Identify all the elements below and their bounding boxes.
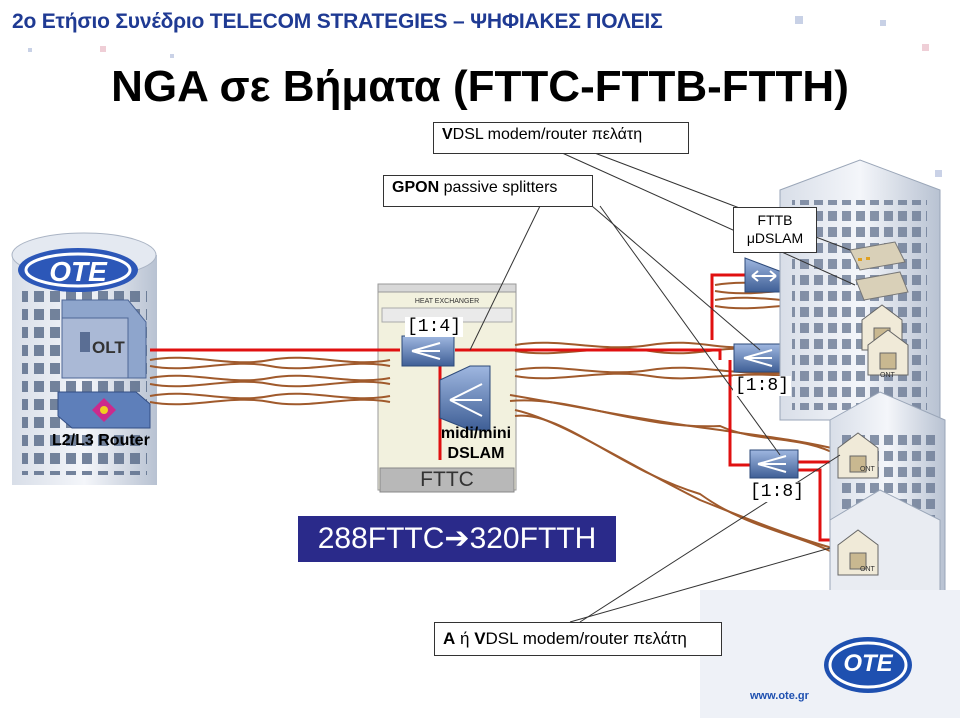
background-decoration: [28, 16, 942, 177]
ote-logo-footer: [700, 590, 960, 718]
callout-vdsl-modem: VDSL modem/router πελάτη: [433, 122, 689, 154]
slide-header: 2ο Ετήσιο Συνέδριο TELECOM STRATEGIES – …: [12, 10, 663, 33]
olt-label: OLT: [92, 338, 125, 357]
migration-banner: 288FTTC➔320FTTH: [298, 516, 616, 562]
ote-logo-text-building: OTE: [49, 256, 107, 287]
ote-logo-text-footer: OTE: [843, 650, 893, 677]
olt-device: [61, 299, 147, 379]
ont-label: ONT: [880, 372, 895, 379]
fttb-udslam-device: [744, 257, 783, 293]
vdsl-modem-icon: [849, 241, 909, 301]
callout-gpon-splitters: GPON passive splitters: [383, 175, 593, 207]
router-label: L2/L3 Router: [52, 432, 150, 449]
ont-label: ONT: [860, 566, 875, 573]
fttc-cabinet-label: FTTC: [420, 468, 474, 491]
dslam-label: midi/mini DSLAM: [440, 425, 512, 462]
callout-adsl-vdsl-modem: A ή VDSL modem/router πελάτη: [434, 622, 722, 656]
splitter-ratio-1-4: [1:4]: [405, 317, 464, 337]
ont-label: ONT: [860, 466, 875, 473]
slide-title: NGA σε Βήματα (FTTC-FTTB-FTTH): [111, 62, 849, 111]
ote-logo-building: [18, 248, 138, 292]
ont-box-icon: [837, 432, 879, 479]
ont-box-icon: [867, 329, 909, 376]
dslam-device: [439, 365, 491, 431]
router-device: [57, 391, 151, 429]
heat-exchanger-label: HEAT EXCHANGER: [414, 298, 480, 305]
splitter-1-8-top-device: [733, 343, 787, 373]
copper-cables: [149, 281, 861, 557]
ont-box-icon: [837, 529, 879, 576]
splitter-ratio-1-8-bottom: [1:8]: [748, 482, 807, 502]
footer-url: www.ote.gr: [750, 690, 809, 702]
arrow-right-icon: ➔: [444, 522, 470, 555]
splitter-1-8-bottom-device: [749, 449, 799, 479]
splitter-ratio-1-8-top: [1:8]: [733, 376, 792, 396]
splitter-1-4-device: [401, 335, 455, 367]
callout-fttb-udslam: FTTB μDSLAM: [733, 207, 817, 253]
